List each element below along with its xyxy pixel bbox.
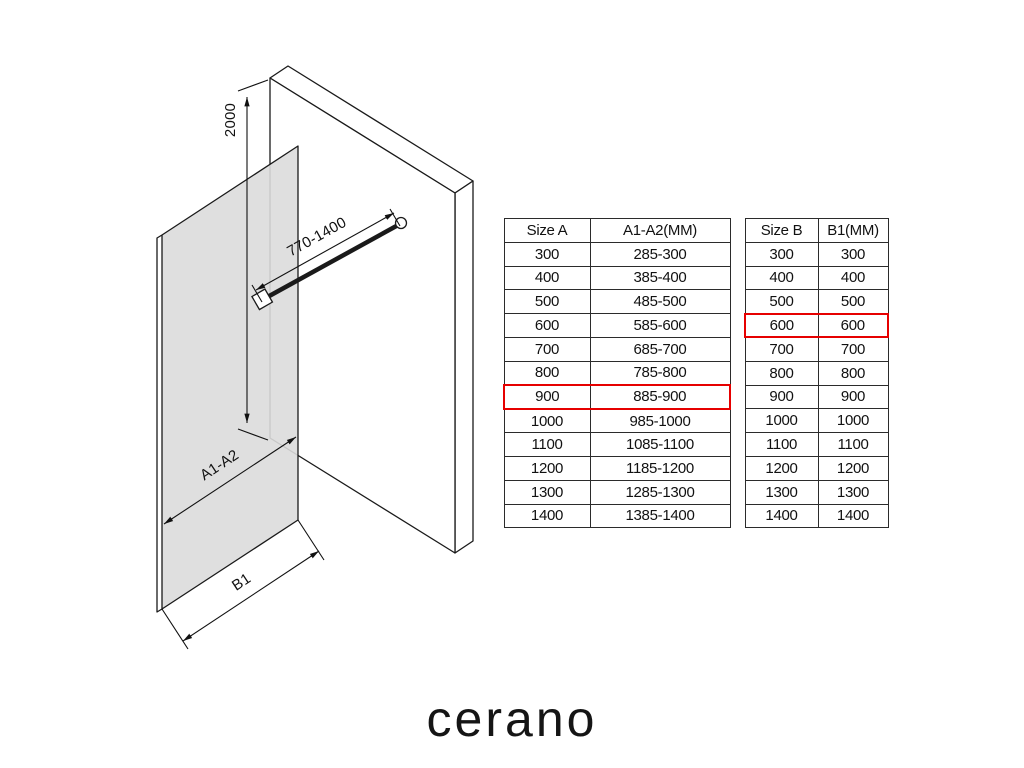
table-cell: 800 [817,360,889,386]
table-cell: 900 [744,384,819,410]
width-b-dimension-label: B1 [229,570,254,595]
table-cell: 1100 [503,432,591,457]
table-cell: 1185-1200 [589,455,731,481]
column-header: Size B [744,218,819,243]
table-cell: 1000 [503,408,591,434]
table-cell: 700 [817,336,889,362]
height-dimension-label: 2000 [222,103,239,137]
table-cell: 885-900 [589,384,731,410]
table-cell: 600 [503,313,591,338]
table-cell: 585-600 [589,313,731,338]
table-cell: 1285-1300 [589,479,731,505]
table-cell: 1000 [817,408,889,434]
table-cell: 1100 [744,432,819,457]
table-cell: 1400 [503,503,591,529]
column-header: B1(MM) [817,218,889,243]
table-cell: 1300 [503,479,591,505]
bar-wall-flange [394,216,408,230]
table-cell: 900 [503,384,591,410]
table-cell: 1300 [744,479,819,505]
table-cell: 1200 [503,455,591,481]
table-cell: 500 [744,289,819,315]
wall [269,65,474,554]
table-cell: 1200 [744,455,819,481]
table-cell: 300 [744,241,819,267]
table-cell: 300 [503,241,591,267]
wall-side-edge [454,180,474,554]
technical-drawing: 2000 770-1400 A1-A2 B1 [156,65,474,650]
table-cell: 500 [503,289,591,315]
bar-length-dimension [251,208,401,303]
table-cell: 1100 [817,432,889,457]
table-cell: 1300 [817,479,889,505]
table-cell: 485-500 [589,289,731,315]
glass-face [161,145,299,610]
table-cell: 385-400 [589,265,731,291]
table-cell: 400 [503,265,591,291]
column-header: Size A [503,218,591,243]
table-cell: 400 [817,265,889,291]
table-cell: 285-300 [589,241,731,267]
table-cell: 1200 [817,455,889,481]
table-cell: 500 [817,289,889,315]
column-header: A1-A2(MM) [589,218,731,243]
table-cell: 600 [817,312,889,339]
table-cell: 1000 [744,408,819,434]
table-cell: 1400 [817,503,889,529]
table-cell: 900 [817,384,889,410]
table-cell: 1385-1400 [589,503,731,529]
brand-logo: cerano [426,691,598,747]
table-cell: 1085-1100 [589,432,731,457]
table-cell: 800 [503,360,591,386]
table-cell: 985-1000 [589,408,731,434]
glass-thickness-edge [156,234,163,613]
table-cell: 685-700 [589,336,731,362]
glass-panel [156,145,299,613]
table-cell: 300 [817,241,889,267]
table-cell: 700 [503,336,591,362]
width-b-dimension [161,519,325,650]
table-cell: 700 [744,336,819,362]
table-cell: 800 [744,360,819,386]
table-cell: 600 [744,312,819,339]
table-cell: 400 [744,265,819,291]
table-cell: 785-800 [589,360,731,386]
table-cell: 1400 [744,503,819,529]
width-a-dimension [163,436,297,525]
